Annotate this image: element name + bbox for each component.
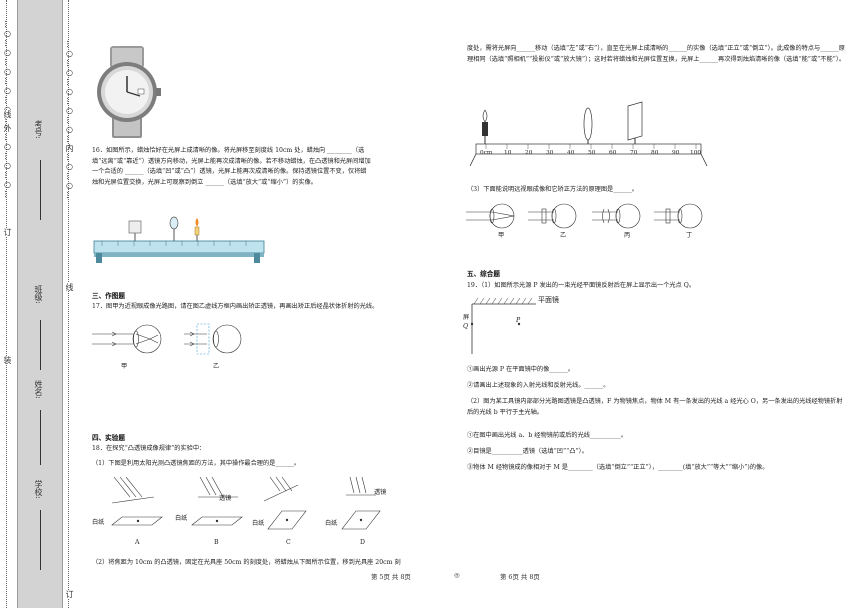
point-q: Q [463,323,469,330]
question-19-s2: ②请画出上述现象的入射光线和反射光线。______。 [467,382,610,389]
question-18-2-cont: 度处，需将光屏向______移动（选填“左”或“右”），直至在光屏上成清晰的__… [467,45,846,63]
eye-label-bing: 丙 [624,232,631,239]
bind-label-ding-outer: 订 [2,228,13,236]
question-19-s3: ①在图中画出光线 a、b 经物镜前或后的光线__________。 [467,432,628,439]
ruler-20: 20 [525,150,533,156]
watch-image [97,46,161,138]
bind-label-xian-outer: 线 [2,110,13,118]
mirror-diagram [470,297,536,354]
section-4-heading: 四、实验题 [92,434,125,442]
label-paper-c: 白纸 [252,520,265,527]
outer-gutter-text: …○…○…○…○…○…外…○…○…○… [2,20,13,600]
page-number-left: 第 5页 共 8页 [371,573,411,581]
ruler-100: 100 [690,150,702,156]
section-3-heading: 三、作图题 [92,292,125,300]
binding-gutter: …○…○…○…○…○…外…○…○…○… 考号: 班级: 姓名: 学校: …○…○… [0,0,78,608]
ruler-70: 70 [630,150,638,156]
bind-label-xian: 线 [64,283,75,291]
question-19-2: （2）图为某工具镜内部部分光路图透镜是凸透镜，F 为物镜焦点，物体 M 有一条发… [467,398,843,416]
page-number-right: 第 6页 共 8页 [500,573,540,581]
bind-label-ding: 订 [64,590,75,598]
mirror-label: 平面镜 [538,296,559,304]
question-18-3: （3）下面能说明远视眼成像和它矫正方法的原理图是______。 [467,186,638,193]
option-c: C [286,539,291,546]
optical-bench-ruler [469,101,708,167]
label-jia: 甲 [121,363,128,370]
ruler-80: 80 [651,150,659,156]
label-paper-d: 白纸 [325,520,338,527]
center-mark: ◎ [454,571,460,579]
label-paper-b: 白纸 [175,515,188,522]
eye-label-ding: 丁 [686,232,693,239]
label-lens-d: 透镜 [374,489,387,496]
question-16: 16．如图所示，蜡烛恰好在光屏上成清晰的像。将光屏移至刻度线 10cm 处，蜡烛… [92,147,371,186]
question-18-1: （1）下图是利用太阳光测凸透镜焦距的方法，其中操作最合理的是______。 [92,460,301,467]
ruler-60: 60 [609,150,617,156]
screen-label: 屏 [463,314,470,321]
question-19-s5: ③物体 M 经物镜成的像相对于 M 是________（选填“倒立”“正立”），… [467,464,769,471]
label-yi: 乙 [213,363,220,370]
student-info-strip: 考号: 班级: 姓名: 学校: [17,0,63,608]
question-18-2: （2）将焦距为 10cm 的凸透镜，固定在光具座 50cm 的刻度处，将蜡烛从下… [92,559,401,566]
option-d: D [360,539,365,546]
question-17: 17．图甲为近视眼成像光路图，请在图乙虚线方框内画出矫正透镜，再画出矫正后经晶状… [92,303,379,310]
label-number: 考号: [34,120,43,139]
label-lens: 透镜 [219,495,232,502]
label-class: 班级: [34,285,43,304]
inner-dotted-line [68,0,69,608]
eye-label-yi: 乙 [560,232,567,239]
question-18: 18．在探究“凸透镜成像规律”的实验中： [92,445,206,452]
ruler-50: 50 [588,150,596,156]
option-b: B [214,539,219,546]
point-p: P [516,317,521,324]
option-a: A [135,539,140,546]
eye-diagram-q17 [92,323,242,355]
ruler-40: 40 [567,150,575,156]
optical-bench-q16 [93,216,265,263]
label-name: 姓名: [34,380,43,399]
outer-dotted-line [6,0,7,608]
label-paper-a: 白纸 [92,519,105,526]
hyperopia-eye-diagrams [466,203,703,229]
question-19-1: 19．（1）如图所示光源 P 发出的一束光经平面镜反射后在屏上显示出一个光点 Q… [467,282,696,289]
eye-label-jia: 甲 [498,232,505,239]
ruler-90: 90 [672,150,680,156]
focal-length-options [111,476,381,530]
ruler-10: 10 [504,150,512,156]
bind-label-zhuang-outer: 装 [2,356,13,364]
question-19-s1: ①画出光源 P 在平面镜中的像______。 [467,366,575,373]
question-19-s4: ②目镜是__________透镜（选填“凹”“凸”）。 [467,448,588,455]
inner-gutter-text: …○…○…○…○…○…内…○…○… [65,40,74,200]
section-5-heading: 五、综合题 [467,270,500,278]
ruler-30: 30 [546,150,554,156]
label-school: 学校: [34,480,43,499]
ruler-0: 0cm [480,150,493,156]
